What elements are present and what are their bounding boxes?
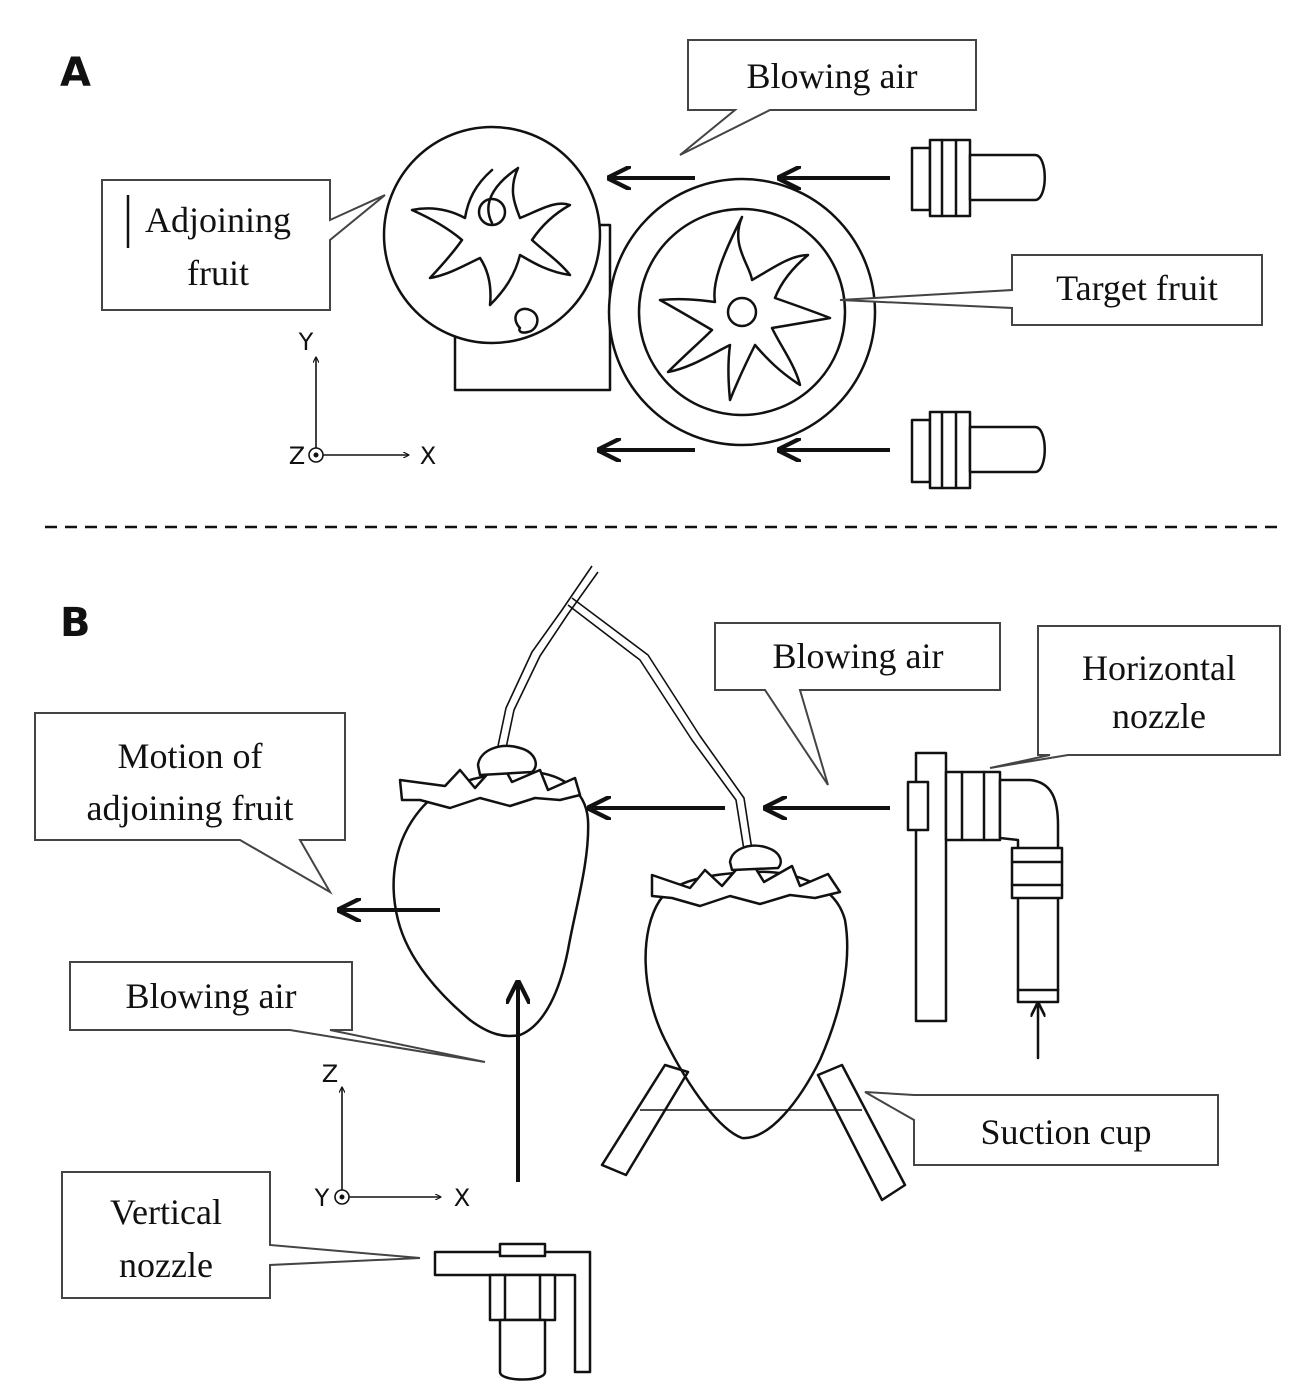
adjoining-fruit-stem: [514, 307, 539, 334]
panel-a: A: [60, 39, 1263, 490]
fruit-stems: [497, 565, 753, 851]
label-blowing-air-a: Blowing air: [747, 56, 918, 96]
label-adjoining-fruit-1: Adjoining: [145, 200, 291, 240]
adjoining-fruit-outline: [382, 125, 602, 345]
label-blowing-air-b-top: Blowing air: [773, 636, 944, 676]
axis-b-y: Y: [314, 1184, 330, 1212]
callout-blowing-air-b-top: Blowing air: [714, 622, 1001, 786]
target-fruit-center: [726, 296, 758, 328]
callout-horizontal-nozzle: Horizontal nozzle: [989, 625, 1281, 769]
label-vertical-nozzle-2: nozzle: [119, 1245, 213, 1285]
label-motion-1: Motion of: [117, 736, 262, 776]
label-adjoining-fruit-2: fruit: [187, 253, 249, 293]
axis-a-y: Y: [298, 328, 314, 356]
label-horizontal-nozzle-1: Horizontal: [1082, 648, 1236, 688]
target-fruit-side-view: [644, 844, 849, 1140]
suction-cup: [600, 1063, 907, 1202]
adjoining-fruit-side-view: [392, 744, 590, 1038]
callout-vertical-nozzle: Vertical nozzle: [61, 1171, 421, 1299]
panel-b: B: [34, 565, 1281, 1381]
vertical-nozzle: [433, 1242, 592, 1381]
callout-motion: Motion of adjoining fruit: [34, 712, 346, 895]
axes-a: Y X Z: [289, 328, 436, 470]
callout-blowing-air-a: Blowing air: [679, 39, 977, 156]
label-horizontal-nozzle-2: nozzle: [1112, 696, 1206, 736]
panel-a-letter: A: [60, 50, 91, 96]
target-fruit-dotted-body: [637, 207, 847, 417]
axis-b-z: Z: [322, 1060, 338, 1088]
axis-a-x: X: [420, 442, 436, 470]
label-target-fruit: Target fruit: [1056, 268, 1218, 308]
callout-suction-cup: Suction cup: [864, 1091, 1219, 1166]
panel-b-letter: B: [60, 600, 91, 646]
callout-adjoining-fruit: Adjoining fruit: [101, 179, 386, 311]
axis-b-x: X: [454, 1184, 470, 1212]
label-vertical-nozzle-1: Vertical: [110, 1192, 222, 1232]
axis-a-z: Z: [289, 442, 305, 470]
adjoining-fruit-center: [477, 197, 507, 227]
adjoining-fruit-top-view: [382, 125, 612, 392]
nozzle-a-top: [910, 138, 1046, 218]
horizontal-nozzle: [906, 751, 1064, 1023]
callout-blowing-air-b-bottom: Blowing air: [69, 961, 486, 1063]
label-blowing-air-b-bottom: Blowing air: [126, 976, 297, 1016]
target-fruit-top-view: [607, 177, 877, 447]
nozzle-a-bottom: [910, 410, 1046, 490]
label-suction-cup: Suction cup: [981, 1112, 1152, 1152]
nozzle-mount-plate: [914, 751, 948, 1023]
callout-target-fruit: Target fruit: [839, 254, 1263, 326]
label-motion-2: adjoining fruit: [87, 788, 294, 828]
axes-b: Z X Y: [314, 1060, 471, 1212]
